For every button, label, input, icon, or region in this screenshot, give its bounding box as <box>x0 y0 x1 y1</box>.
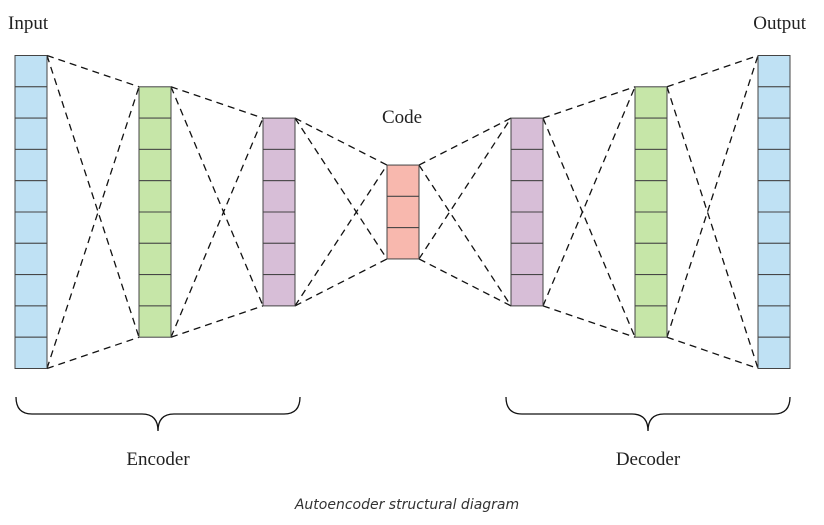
code-cell <box>386 227 420 260</box>
decoder-hidden-2-cell <box>634 180 668 213</box>
decoder-hidden-1-cell <box>510 148 544 182</box>
connection-line-5-3 <box>542 117 636 338</box>
output-cell <box>757 242 791 276</box>
decoder-hidden-1-cell <box>510 180 544 213</box>
connection-line-6-4 <box>666 55 759 338</box>
encoder-hidden-2-cell <box>262 242 296 276</box>
decoder-hidden-2-cell <box>634 305 668 338</box>
decoder-hidden-2-cell <box>634 86 668 119</box>
encoder-hidden-2-cell <box>262 211 296 244</box>
decoder-hidden-2-cell <box>634 211 668 244</box>
connection-line-1-4 <box>46 86 140 369</box>
decoder-hidden-2-cell <box>634 242 668 276</box>
connection-line-3-2 <box>294 258 388 307</box>
encoder-hidden-2-layer <box>262 117 296 307</box>
encoder-hidden-2-cell <box>262 148 296 182</box>
output-label: Output <box>753 13 807 34</box>
input-cell <box>14 180 48 213</box>
encoder-hidden-2-cell <box>262 274 296 307</box>
input-cell <box>14 336 48 370</box>
output-cell <box>757 148 791 182</box>
caption: Autoencoder structural diagram <box>294 497 519 513</box>
encoder-hidden-1-cell <box>138 148 172 182</box>
connection-line-3-4 <box>294 164 388 307</box>
decoder-hidden-1-layer <box>510 117 544 307</box>
connection-lines <box>46 54 759 370</box>
encoder-hidden-1-cell <box>138 211 172 244</box>
input-cell <box>14 274 48 307</box>
input-layer <box>14 55 48 370</box>
decoder-hidden-1-cell <box>510 211 544 244</box>
input-cell <box>14 55 48 88</box>
code-cell <box>386 195 420 229</box>
connection-line-2-1 <box>170 86 264 119</box>
encoder-hidden-1-cell <box>138 242 172 276</box>
output-cell <box>757 180 791 213</box>
connection-line-2-3 <box>170 86 264 307</box>
connection-line-3-3 <box>294 117 388 260</box>
encoder-brace <box>15 396 301 432</box>
encoder-hidden-2-cell <box>262 117 296 150</box>
code-cell <box>386 164 420 197</box>
code-label: Code <box>382 107 422 128</box>
decoder-hidden-2-layer <box>634 86 668 338</box>
input-cell <box>14 242 48 276</box>
connection-line-4-4 <box>418 117 512 260</box>
input-cell <box>14 211 48 244</box>
connection-line-4-1 <box>418 117 512 166</box>
encoder-hidden-1-cell <box>138 86 172 119</box>
decoder-hidden-1-cell <box>510 274 544 307</box>
decoder-hidden-2-cell <box>634 117 668 150</box>
connection-line-6-3 <box>666 86 759 369</box>
decoder-hidden-1-cell <box>510 117 544 150</box>
encoder-hidden-1-cell <box>138 305 172 338</box>
input-cell <box>14 305 48 338</box>
encoder-hidden-1-cell <box>138 274 172 307</box>
code-layer <box>386 164 420 260</box>
connection-line-5-2 <box>542 305 636 338</box>
output-cell <box>757 211 791 244</box>
encoder-hidden-1-cell <box>138 117 172 150</box>
output-cell <box>757 336 791 370</box>
encoder-label: Encoder <box>126 449 190 470</box>
connection-line-1-1 <box>46 54 140 88</box>
output-layer <box>757 55 791 370</box>
decoder-label: Decoder <box>616 449 681 470</box>
connection-line-2-2 <box>170 305 264 338</box>
connection-line-3-1 <box>294 117 388 166</box>
layer-stacks <box>14 55 791 370</box>
input-cell <box>14 86 48 119</box>
connection-line-2-4 <box>170 117 264 338</box>
output-cell <box>757 55 791 88</box>
connection-line-1-3 <box>46 55 140 338</box>
connection-line-4-3 <box>418 164 512 307</box>
connection-line-5-4 <box>542 86 636 307</box>
encoder-hidden-1-layer <box>138 86 172 338</box>
output-cell <box>757 274 791 307</box>
input-cell <box>14 117 48 150</box>
decoder-hidden-2-cell <box>634 274 668 307</box>
connection-line-1-2 <box>46 336 140 370</box>
encoder-hidden-2-cell <box>262 180 296 213</box>
decoder-hidden-1-cell <box>510 242 544 276</box>
input-label: Input <box>8 13 49 34</box>
connection-line-5-1 <box>542 86 636 119</box>
connection-line-4-2 <box>418 258 512 307</box>
output-cell <box>757 86 791 119</box>
input-cell <box>14 148 48 182</box>
output-cell <box>757 305 791 338</box>
output-cell <box>757 117 791 150</box>
decoder-hidden-2-cell <box>634 148 668 182</box>
connection-line-6-2 <box>666 336 759 370</box>
connection-line-6-1 <box>666 54 759 88</box>
encoder-hidden-1-cell <box>138 180 172 213</box>
decoder-brace <box>505 396 791 432</box>
